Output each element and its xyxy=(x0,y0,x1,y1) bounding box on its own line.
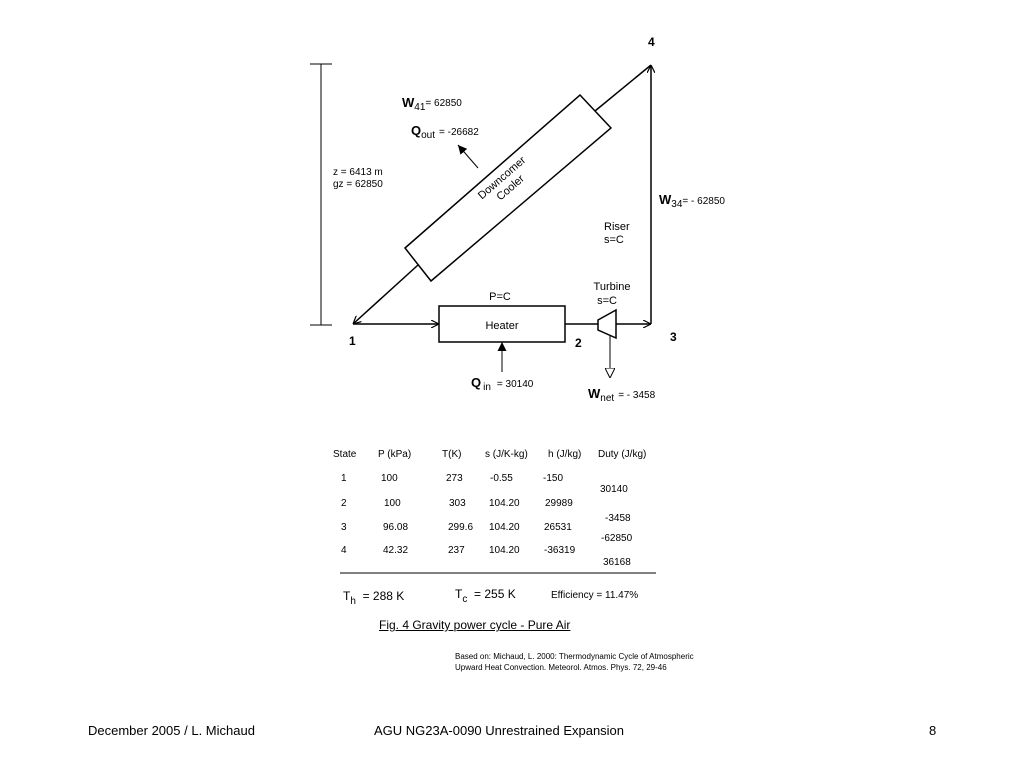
cold-temperature: Tc = 255 K xyxy=(455,587,516,605)
table-cell-entropy: 104.20 xyxy=(489,545,520,556)
riser-label: Riser xyxy=(604,221,630,233)
table-cell-enthalpy: 26531 xyxy=(544,522,572,533)
table-cell-pressure: 42.32 xyxy=(383,545,409,556)
table-cell-pressure: 100 xyxy=(384,498,401,509)
table-cell-state: 2 xyxy=(341,498,347,509)
table-cell-state: 1 xyxy=(341,473,347,484)
footer-date-author: December 2005 / L. Michaud xyxy=(88,723,255,738)
turbine-icon xyxy=(597,308,617,340)
table-cell-temperature: 303 xyxy=(449,498,466,509)
table-cell-state: 3 xyxy=(341,522,347,533)
duty-value-1-2: 30140 xyxy=(600,484,628,495)
table-cell-state: 4 xyxy=(341,545,347,556)
height-z-label: z = 6413 m xyxy=(333,167,383,178)
table-cell-temperature: 273 xyxy=(446,473,463,484)
state-label-3: 3 xyxy=(670,330,677,344)
wnet-label: Wnet= - 3458 xyxy=(588,386,656,404)
downcomer-cooler-box xyxy=(403,93,613,283)
riser-process-label: s=C xyxy=(604,234,624,246)
table-cell-pressure: 100 xyxy=(381,473,398,484)
height-gz-label: gz = 62850 xyxy=(333,179,383,190)
table-cell-entropy: 104.20 xyxy=(489,498,520,509)
downcomer-path-lower xyxy=(353,264,419,324)
turbine-label: Turbine xyxy=(594,281,631,293)
footer-title: AGU NG23A-0090 Unrestrained Expansion xyxy=(374,723,625,738)
table-header-pressure: P (kPa) xyxy=(378,449,412,460)
table-header-enthalpy: h (J/kg) xyxy=(548,449,582,460)
state-label-1: 1 xyxy=(349,334,356,348)
table-header-entropy: s (J/K-kg) xyxy=(485,449,528,460)
heat-out-arrow xyxy=(457,144,479,169)
table-cell-enthalpy: 29989 xyxy=(545,498,573,509)
w41-label: W41= 62850 xyxy=(402,95,462,113)
duty-value-2-3: -3458 xyxy=(605,513,631,524)
table-cell-enthalpy: -150 xyxy=(543,473,564,484)
heater-process-label: P=C xyxy=(489,291,511,303)
table-cell-temperature: 299.6 xyxy=(448,522,474,533)
credit-line-1: Based on: Michaud, L. 2000: Thermodynami… xyxy=(455,652,694,661)
hot-temperature: Th = 288 K xyxy=(343,589,405,607)
turbine-process-label: s=C xyxy=(597,295,617,307)
efficiency-label: Efficiency = 11.47% xyxy=(551,590,639,601)
height-dimension xyxy=(310,63,332,326)
footer-page-number: 8 xyxy=(929,723,937,738)
qout-label: Qout= -26682 xyxy=(411,123,479,141)
table-cell-enthalpy: -36319 xyxy=(544,545,576,556)
table-cell-entropy: -0.55 xyxy=(490,473,513,484)
table-cell-temperature: 237 xyxy=(448,545,465,556)
table-header-state: State xyxy=(333,449,357,460)
w34-label: W34= - 62850 xyxy=(659,192,725,210)
figure-caption: Fig. 4 Gravity power cycle - Pure Air xyxy=(379,618,571,632)
duty-value-3-4: -62850 xyxy=(601,533,633,544)
state-label-4: 4 xyxy=(648,35,655,49)
table-header-duty: Duty (J/kg) xyxy=(598,449,647,460)
table-cell-pressure: 96.08 xyxy=(383,522,409,533)
table-header-temperature: T(K) xyxy=(442,449,462,460)
credit-line-2: Upward Heat Convection. Meteorol. Atmos.… xyxy=(455,663,667,672)
downcomer-path-upper xyxy=(594,64,652,112)
state-label-2: 2 xyxy=(575,336,582,350)
heater-label: Heater xyxy=(485,320,518,332)
table-cell-entropy: 104.20 xyxy=(489,522,520,533)
duty-value-4-1: 36168 xyxy=(603,557,631,568)
